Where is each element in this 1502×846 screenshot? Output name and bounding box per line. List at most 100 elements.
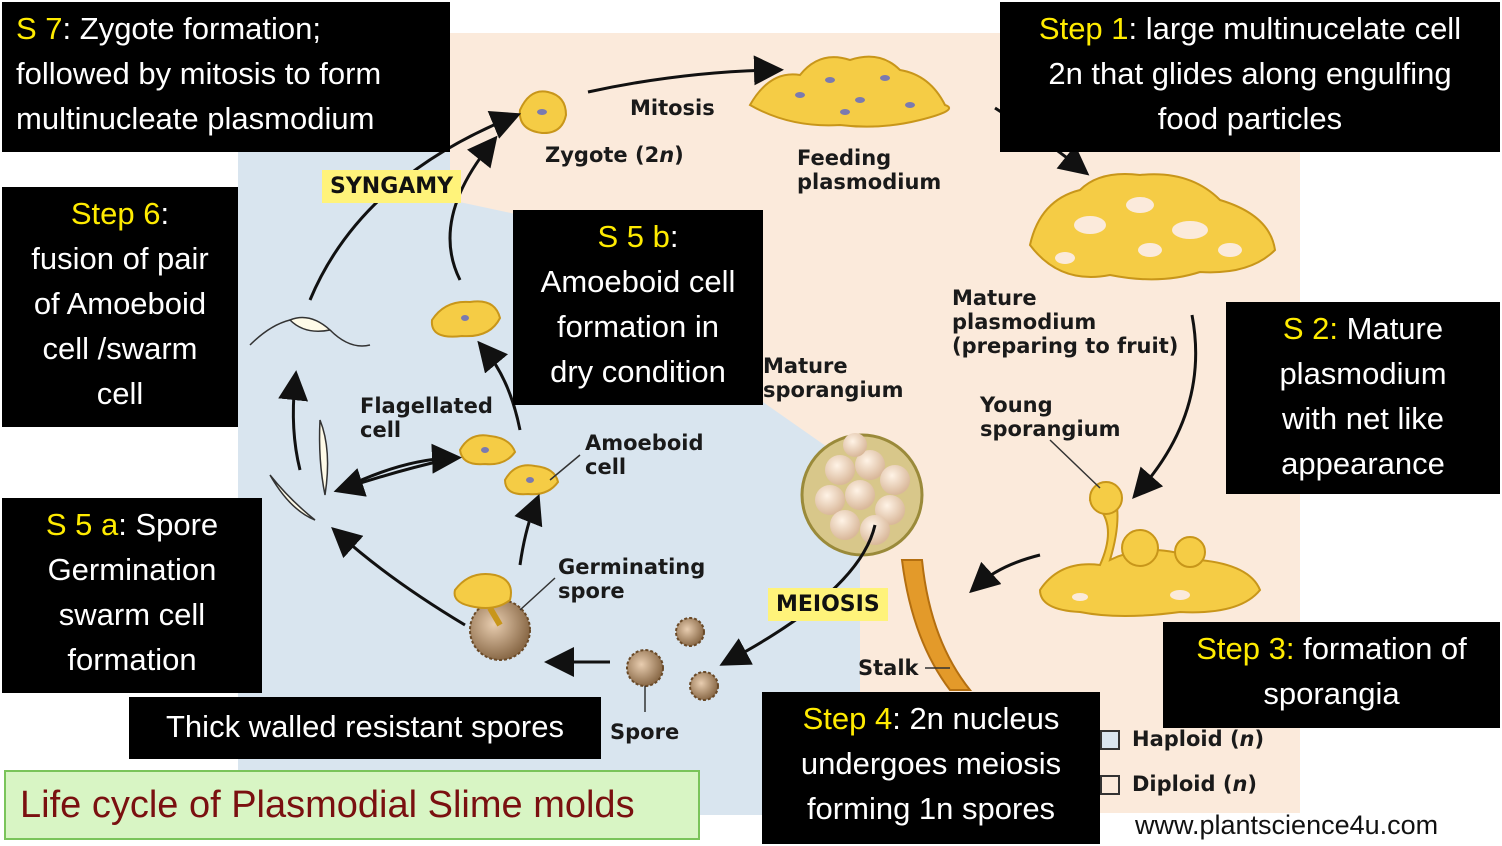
step5a-l1: : Spore	[118, 507, 219, 542]
step1-box: Step 1: large multinucelate cell 2n that…	[1000, 2, 1500, 152]
zygote-label-pre: Zygote (2	[545, 143, 660, 167]
step3-l2: sporangia	[1263, 676, 1400, 711]
step5b-box: S 5 b: Amoeboid cell formation in dry co…	[513, 210, 763, 405]
step4-l1: : 2n nucleus	[892, 701, 1060, 736]
zygote-label: Zygote (2n)	[545, 143, 684, 167]
step2-l4: appearance	[1281, 446, 1445, 481]
thick-spores-box: Thick walled resistant spores	[129, 697, 601, 759]
flagellated-cells	[249, 316, 371, 521]
legend-diploid-close: )	[1247, 772, 1257, 796]
young-spor-l1: Young	[980, 393, 1053, 417]
germ-l2: spore	[558, 579, 625, 603]
step1-l2: 2n that glides along engulfing	[1048, 56, 1452, 91]
step3-line1: Step 3: formation of	[1171, 626, 1492, 671]
germinating-spore	[453, 573, 531, 661]
step3-key: Step 3:	[1196, 631, 1295, 666]
mature-sporangium	[800, 433, 973, 691]
step7-key: S 7	[16, 11, 63, 46]
mature-spor-l1: Mature	[763, 354, 848, 378]
step3-box: Step 3: formation of sporangia	[1163, 622, 1500, 728]
step6-l3: of Amoeboid	[33, 286, 207, 321]
page-title: Life cycle of Plasmodial Slime molds	[4, 770, 700, 840]
step6-l4: cell /swarm	[42, 331, 198, 366]
step5a-key: S 5 a	[45, 507, 119, 542]
germ-l1: Germinating	[558, 555, 706, 579]
feeding-plasmodium	[748, 55, 951, 128]
cycle-arrows	[278, 55, 1198, 677]
mitosis-label: Mitosis	[630, 96, 715, 120]
step6-line1: Step 6:	[10, 191, 230, 236]
step2-box: S 2: Mature plasmodium with net like app…	[1226, 302, 1500, 494]
step6-box: Step 6: fusion of pair of Amoeboid cell …	[2, 187, 238, 427]
young-sporangia	[1038, 481, 1262, 617]
zygote-cell	[518, 90, 568, 135]
step4-l3: forming 1n spores	[806, 791, 1056, 826]
step7-line1: S 7: Zygote formation;	[16, 6, 442, 51]
step4-line1: Step 4: 2n nucleus	[770, 696, 1092, 741]
step6-l2: fusion of pair	[31, 241, 209, 276]
legend-diploid-n: n	[1232, 772, 1248, 796]
step5a-box: S 5 a: Spore Germination swarm cell form…	[2, 498, 262, 693]
step5a-l4: formation	[67, 642, 197, 677]
flag-l2: cell	[360, 418, 402, 442]
step5b-l2: Amoeboid cell	[540, 264, 736, 299]
haploid-swatch	[1100, 730, 1120, 750]
step6-l1: :	[160, 196, 170, 231]
step5b-l1: :	[669, 219, 679, 254]
legend-haploid-close: )	[1254, 727, 1265, 751]
pointer-lines	[519, 439, 1101, 712]
step4-box: Step 4: 2n nucleus undergoes meiosis for…	[762, 692, 1100, 844]
step7-l1: : Zygote formation;	[62, 11, 321, 46]
syngamy-label: SYNGAMY	[322, 170, 462, 203]
legend-diploid: Diploid (n)	[1132, 772, 1257, 796]
step6-l5: cell	[96, 376, 144, 411]
mature-spor-l2: sporangium	[763, 378, 904, 402]
amoeboid-cells	[430, 300, 560, 496]
step4-key: Step 4	[802, 701, 893, 736]
step2-l3: with net like	[1282, 401, 1444, 436]
mature-plas-l2: plasmodium	[952, 310, 1097, 334]
stalk-label: Stalk	[858, 656, 919, 680]
flag-l1: Flagellated	[360, 394, 493, 418]
step1-line1: Step 1: large multinucelate cell	[1008, 6, 1492, 51]
step7-l3: multinucleate plasmodium	[16, 101, 375, 136]
step5a-line1: S 5 a: Spore	[10, 502, 254, 547]
spores	[626, 617, 719, 701]
step5a-l3: swarm cell	[58, 597, 206, 632]
amoeboid-l1: Amoeboid	[585, 431, 704, 455]
step3-l1: formation of	[1294, 631, 1467, 666]
step5b-line1: S 5 b:	[521, 214, 755, 259]
step5b-l3: formation in	[557, 309, 719, 344]
spore-label: Spore	[610, 720, 680, 744]
mature-plas-l3: (preparing to fruit)	[952, 334, 1179, 358]
feeding-l2: plasmodium	[797, 170, 942, 194]
diploid-swatch	[1100, 775, 1120, 795]
step7-box: S 7: Zygote formation; followed by mitos…	[2, 2, 450, 152]
legend-diploid-text: Diploid (	[1132, 772, 1233, 796]
young-spor-l2: sporangium	[980, 417, 1121, 441]
step1-key: Step 1	[1038, 11, 1129, 46]
website-url: www.plantscience4u.com	[1135, 810, 1439, 840]
legend-haploid-n: n	[1239, 727, 1255, 751]
zygote-label-post: )	[674, 143, 684, 167]
legend-haploid: Haploid (n)	[1132, 727, 1264, 751]
step4-l2: undergoes meiosis	[800, 746, 1062, 781]
mature-plas-l1: Mature	[952, 286, 1037, 310]
step5b-l4: dry condition	[550, 354, 726, 389]
step2-l2: plasmodium	[1279, 356, 1447, 391]
mature-plasmodium	[1028, 173, 1277, 281]
amoeboid-l2: cell	[585, 455, 627, 479]
step5b-key: S 5 b	[597, 219, 670, 254]
zygote-label-n: n	[659, 143, 675, 167]
step6-key: Step 6	[70, 196, 161, 231]
step1-l3: food particles	[1157, 101, 1343, 136]
step2-line1: S 2: Mature	[1234, 306, 1492, 351]
